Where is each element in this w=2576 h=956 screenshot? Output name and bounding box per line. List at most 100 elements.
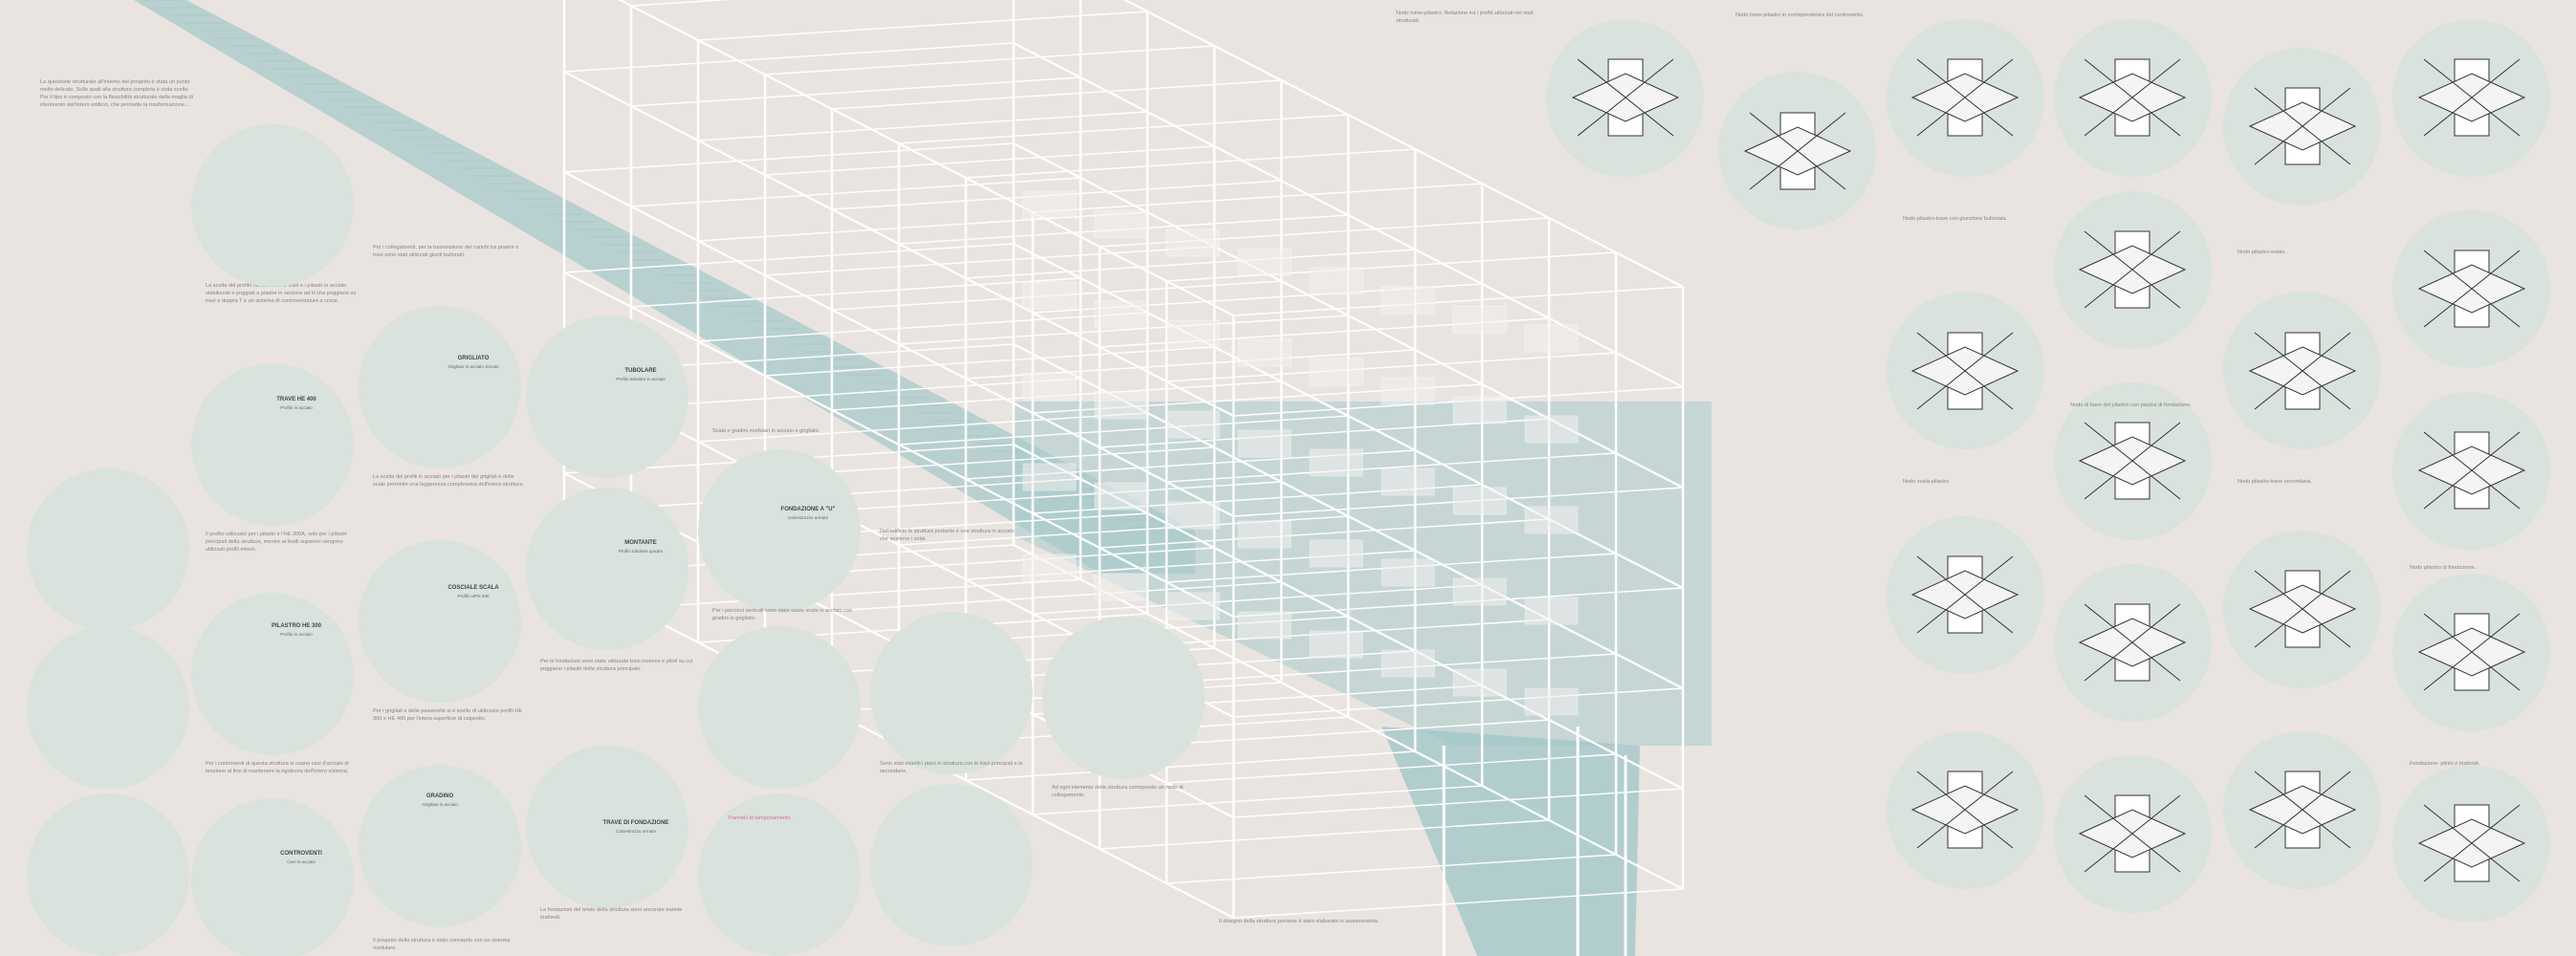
frame-beam	[1080, 76, 1148, 113]
detail-circle-stair-d	[870, 784, 1033, 946]
frame-cross-beam	[898, 114, 1349, 144]
facade-panel	[1309, 630, 1364, 659]
frame-cross-beam	[1233, 888, 1684, 919]
detail-circle-foundation	[698, 449, 861, 612]
detail-circle-bracing	[191, 798, 354, 956]
facade-panel	[1452, 396, 1507, 424]
grigliato-label: GRIGLIATO	[457, 356, 490, 361]
controvento-sub: Cavi in acciaio	[287, 859, 316, 864]
frame-cross-beam	[630, 378, 1081, 408]
frame-beam	[1347, 616, 1416, 652]
node-beam-line	[2254, 332, 2351, 410]
frame-cross-beam	[563, 243, 1015, 273]
gradino-sub: Grigliato in acciaio	[422, 802, 458, 807]
facade-panel	[1524, 687, 1579, 716]
right-text-c: Nodo di base del pilastro con piastra di…	[2070, 402, 2192, 408]
frame-cross-beam	[898, 315, 1349, 345]
frame-beam	[1615, 753, 1684, 790]
facade-panel	[1166, 410, 1220, 439]
frame-beam	[1213, 45, 1282, 81]
frame-beam	[1481, 785, 1550, 821]
facade-panel	[1022, 190, 1077, 219]
detail-circle-step	[359, 765, 521, 927]
right-text-g: Nodo pilastro di fondazione.	[2410, 565, 2477, 571]
frame-cross-beam	[697, 412, 1148, 443]
scala-label: COSCIALE SCALA	[448, 585, 499, 591]
frame-cross-beam	[764, 446, 1215, 477]
node-symbol	[2417, 804, 2526, 882]
frame-beam	[1615, 553, 1684, 589]
frame-beam	[1166, 280, 1234, 316]
facade-panel	[1524, 324, 1579, 353]
frame-beam	[1213, 446, 1282, 483]
frame-beam	[831, 108, 900, 144]
frame-beam	[764, 174, 833, 210]
frame-beam	[1280, 581, 1349, 618]
facade-panel	[1094, 209, 1148, 238]
facade-panel	[1309, 267, 1364, 295]
frame-cross-beam	[697, 111, 1148, 141]
column-text: Il profilo utilizzato per i pilastri è l…	[206, 532, 347, 553]
facade-panel	[1166, 592, 1220, 620]
node-beam-line	[2423, 613, 2521, 691]
detail-circle-stair-2	[27, 626, 189, 789]
grating-text: Per i grigliati e delle passerelle si è …	[373, 708, 523, 722]
frame-beam	[697, 240, 766, 276]
fondazione-sub: Calcestruzzo armato	[787, 515, 829, 520]
facade-panel	[1452, 668, 1507, 697]
detail-circle-stringer	[359, 540, 521, 703]
node-symbol	[2417, 250, 2526, 328]
facade-panel	[1022, 463, 1077, 491]
trave-label: TRAVE HE 400	[276, 397, 317, 402]
frame-beam	[1166, 380, 1234, 417]
frame-beam	[764, 274, 833, 311]
detail-circle-stair-1	[27, 468, 189, 631]
node-symbol	[2417, 58, 2526, 137]
facade-panel	[1094, 391, 1148, 420]
right-text-d: Nodo scala-pilastro.	[1903, 479, 1951, 485]
frame-cross-beam	[1166, 854, 1617, 884]
frame-beam	[831, 409, 900, 445]
trave-sub: Profilo in acciaio	[280, 405, 313, 410]
frame-beam	[1481, 283, 1550, 319]
facade-panel	[1452, 305, 1507, 334]
node-beam-line	[2423, 431, 2521, 510]
facade-panel	[1381, 467, 1435, 496]
frame-beam	[1347, 315, 1416, 351]
frame-beam	[831, 208, 900, 245]
frame-cross-beam	[1099, 518, 1550, 549]
frame-beam	[898, 243, 967, 279]
facade-panel	[1524, 415, 1579, 444]
facade-panel	[1166, 501, 1220, 530]
center-caption: Il disegno della struttura portante è st…	[1219, 919, 1380, 924]
stairs-note: Scala e gradini modulari in acciaio e gr…	[712, 428, 820, 434]
node-symbol	[2248, 570, 2357, 648]
facade-panel	[1381, 649, 1435, 678]
facade-panel	[1381, 377, 1435, 405]
facade-panel	[1237, 520, 1292, 549]
node-symbol	[2078, 422, 2187, 500]
anchor-text: Le fondazioni del telaio della struttura…	[540, 907, 683, 921]
frame-beam	[1481, 183, 1550, 219]
frame-beam	[831, 309, 900, 345]
node-beam-line	[2423, 804, 2521, 882]
frame-beam	[1146, 111, 1215, 147]
frame-cross-beam	[1032, 785, 1483, 815]
facade-panel	[1237, 248, 1292, 276]
node-symbol	[1743, 112, 1852, 190]
frame-beam	[1166, 882, 1234, 919]
facade-panel	[1094, 300, 1148, 329]
frame-beam	[1032, 512, 1101, 549]
facade-panel	[1237, 429, 1292, 458]
facade-panel	[1022, 281, 1077, 310]
fondazione-label: FONDAZIONE A "U"	[780, 507, 836, 512]
frame-beam	[1213, 145, 1282, 182]
frame-beam	[1615, 854, 1684, 890]
node-beam-line	[1749, 112, 1846, 190]
frame-beam	[1280, 481, 1349, 517]
node-symbol	[1910, 332, 2019, 410]
frame-beam	[1280, 79, 1349, 116]
stringer-text: La scelta dei profili in acciaio per i p…	[373, 474, 524, 488]
right-text-b: Nodo pilastro-trave con giunzione bullon…	[1903, 216, 2008, 222]
